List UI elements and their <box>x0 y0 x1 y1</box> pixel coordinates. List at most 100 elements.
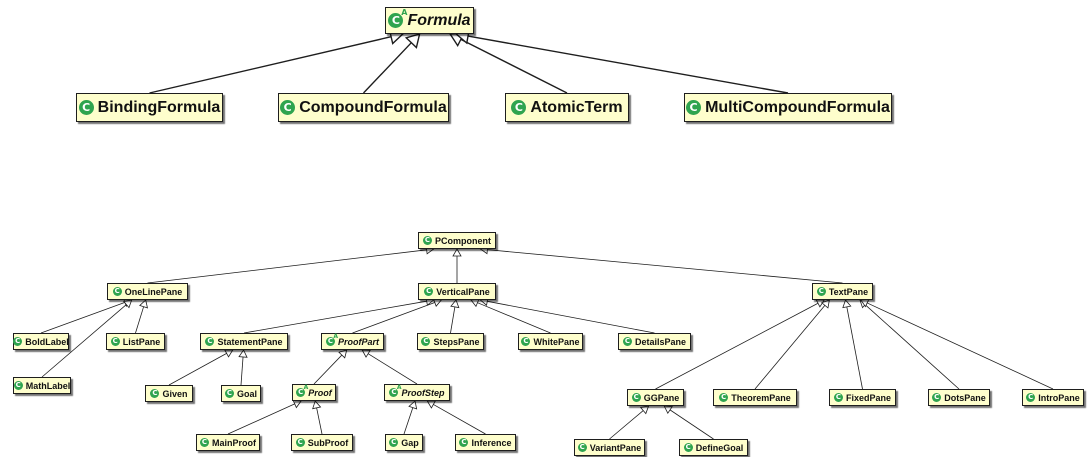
inheritance-edge-white-pane-to-vertical-pane <box>470 298 551 334</box>
generalization-arrowhead <box>139 299 148 309</box>
inheritance-edge-define-goal-to-ggpane <box>663 405 714 440</box>
class-name: DefineGoal <box>695 442 744 453</box>
class-icon: C <box>521 337 531 346</box>
edge-line <box>41 304 127 378</box>
class-icon: C <box>816 287 826 296</box>
class-icon: C <box>622 337 632 346</box>
edge-line <box>467 35 789 94</box>
class-icon: C <box>296 385 308 397</box>
class-name: OneLinePane <box>124 286 183 297</box>
inheritance-edge-given-to-statement-pane <box>168 349 234 386</box>
generalization-arrowhead <box>821 299 830 309</box>
class-name: Proof <box>308 387 332 398</box>
edge-line <box>433 404 486 435</box>
class-name: DotsPane <box>944 392 986 403</box>
class-icon: C <box>388 9 407 28</box>
generalization-arrowhead <box>450 299 460 309</box>
class-name: BoldLabel <box>25 336 69 347</box>
generalization-arrowhead <box>452 248 462 257</box>
class-box-formula[interactable]: CFormula <box>385 7 474 34</box>
edge-line <box>149 36 392 94</box>
class-name: BindingFormula <box>97 98 221 116</box>
edge-line <box>367 353 418 385</box>
inheritance-edge-list-pane-to-one-line-pane <box>135 299 148 334</box>
class-icon: C <box>719 393 729 402</box>
class-name: ProofPart <box>337 336 379 347</box>
class-box-proof[interactable]: CProof <box>292 384 336 401</box>
inheritance-edge-text-pane-to-pcomponent <box>479 245 843 284</box>
inheritance-edge-gap-to-proof-step <box>403 400 418 435</box>
class-name: Gap <box>401 437 419 448</box>
class-name: Goal <box>236 388 257 399</box>
class-name: MainProof <box>212 437 256 448</box>
inheritance-edge-statement-pane-to-vertical-pane <box>243 296 435 334</box>
generalization-arrowhead <box>470 298 480 308</box>
inheritance-edge-math-label-to-one-line-pane <box>41 299 133 378</box>
edge-line <box>477 302 551 334</box>
class-box-proof-step[interactable]: CProofStep <box>384 384 450 401</box>
class-name: TextPane <box>828 286 869 297</box>
class-name: WhitePane <box>533 336 580 347</box>
inheritance-edge-sub-proof-to-proof <box>312 400 323 435</box>
generalization-arrowhead <box>639 405 650 415</box>
inheritance-edge-main-proof-to-proof <box>227 399 302 435</box>
inheritance-edge-fixed-pane-to-text-pane <box>842 299 863 390</box>
edge-line <box>450 306 456 334</box>
edge-line <box>168 353 227 386</box>
class-name: GGPane <box>643 392 680 403</box>
class-name: IntroPane <box>1038 392 1080 403</box>
inheritance-edge-proof-step-to-proof-part <box>361 349 418 385</box>
inheritance-edge-inference-to-proof-step <box>426 400 486 435</box>
class-icon: C <box>423 236 432 245</box>
class-icon: C <box>683 443 693 452</box>
edge-line <box>147 249 427 284</box>
class-icon: C <box>833 393 843 402</box>
class-icon: C <box>112 287 122 296</box>
class-icon: C <box>110 337 120 346</box>
edge-line <box>754 305 826 390</box>
edge-line <box>135 306 145 334</box>
generalization-arrowhead <box>663 405 673 415</box>
class-name: ProofStep <box>401 387 445 398</box>
edge-line <box>487 249 843 284</box>
class-icon: C <box>13 381 23 390</box>
edge-line <box>655 302 819 390</box>
inheritance-edge-details-pane-to-vertical-pane <box>479 296 655 334</box>
class-name: PComponent <box>435 235 491 246</box>
class-icon: C <box>325 334 338 346</box>
class-icon: C <box>459 438 469 447</box>
class-name: StepsPane <box>433 336 480 347</box>
class-box-proof-part[interactable]: CProofPart <box>321 333 384 350</box>
class-icon: C <box>631 393 641 402</box>
class-icon: C <box>150 389 160 398</box>
